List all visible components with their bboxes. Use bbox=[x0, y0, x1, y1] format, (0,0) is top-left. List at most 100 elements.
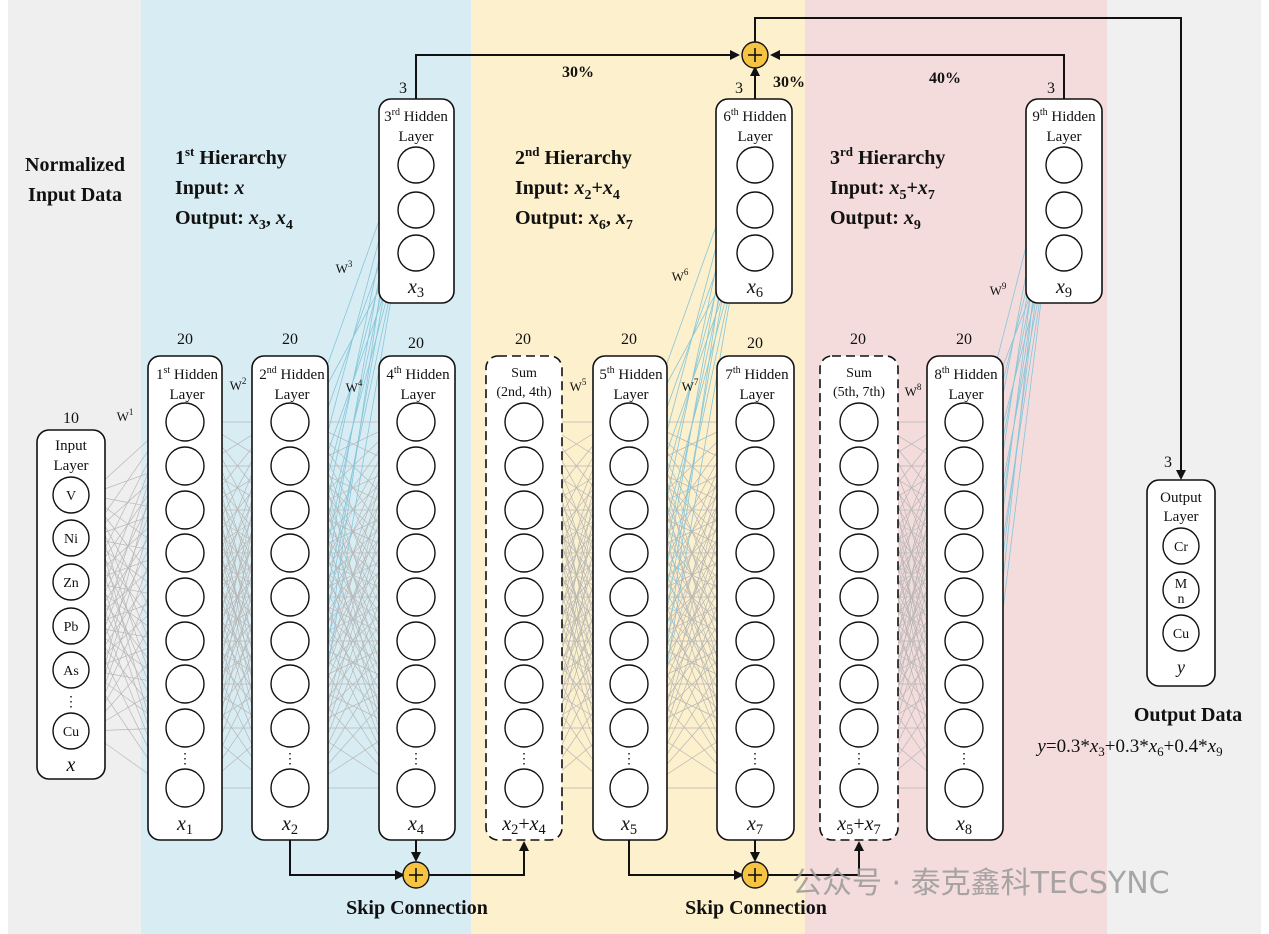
layer-h4-count: 20 bbox=[408, 335, 424, 352]
neuron-node bbox=[270, 577, 310, 617]
neuron-node bbox=[735, 402, 775, 442]
hierarchy-1-output: Output: x3​, x4​ bbox=[175, 207, 293, 233]
hierarchy-3-input: Input: x5​+x7​ bbox=[830, 177, 935, 203]
weight-label-9: W9 bbox=[990, 281, 1007, 298]
neuron-node bbox=[839, 402, 879, 442]
hierarchy-2-title: 2nd Hierarchy bbox=[515, 144, 632, 169]
neuron-node bbox=[504, 402, 544, 442]
arrow-h9-to-top-sum bbox=[770, 50, 1065, 99]
neuron-node bbox=[396, 708, 436, 748]
output-node bbox=[1162, 614, 1200, 652]
neuron-node bbox=[609, 490, 649, 530]
neuron-node bbox=[396, 664, 436, 704]
layer-h7-title2: Layer bbox=[740, 387, 775, 403]
layer-h1-var: x1​ bbox=[176, 813, 193, 838]
input-node-zn bbox=[52, 563, 90, 601]
neuron-node bbox=[609, 621, 649, 661]
skip1-plus bbox=[402, 861, 430, 889]
hierarchy-2-input: Input: x2​+x4​ bbox=[515, 177, 620, 203]
neuron-node bbox=[270, 533, 310, 573]
neuron-node bbox=[396, 533, 436, 573]
input-node-label: As bbox=[63, 664, 79, 679]
neuron-node bbox=[944, 708, 984, 748]
input-node-ni bbox=[52, 519, 90, 557]
output-node-label: n bbox=[1178, 592, 1185, 607]
ellipsis-dots: ⋮ bbox=[622, 752, 636, 767]
neuron-node bbox=[504, 533, 544, 573]
neuron-node bbox=[944, 621, 984, 661]
layer-input-box bbox=[36, 429, 106, 780]
layer-h1-title: 1st Hidden bbox=[156, 365, 219, 383]
layer-h4-var: x4​ bbox=[407, 813, 424, 838]
neuron-node bbox=[165, 664, 205, 704]
arrow-skip1-to-sum1 bbox=[429, 841, 529, 876]
layer-sum1-count: 20 bbox=[515, 331, 531, 348]
layer-sum1-var: x2​+x4​ bbox=[501, 813, 545, 838]
layer-h2-title: 2nd Hidden bbox=[259, 365, 325, 383]
neuron-node bbox=[735, 577, 775, 617]
neuron-node bbox=[270, 402, 310, 442]
neuron-node bbox=[839, 664, 879, 704]
neuron-node bbox=[1045, 191, 1083, 229]
neuron-node bbox=[609, 664, 649, 704]
layer-h5-title2: Layer bbox=[614, 387, 649, 403]
output-node-label: M bbox=[1175, 577, 1188, 592]
layer-h8-title2: Layer bbox=[949, 387, 984, 403]
skip-connection-label-1: Skip Connection bbox=[346, 897, 488, 919]
neuron-node bbox=[735, 621, 775, 661]
neuron-node bbox=[944, 490, 984, 530]
output-var-label: y bbox=[1175, 657, 1185, 677]
weight-label-8: W8 bbox=[905, 382, 922, 399]
neuron-node bbox=[397, 146, 435, 184]
hierarchy-3-title: 3rd Hierarchy bbox=[830, 144, 945, 169]
neuron-node bbox=[609, 577, 649, 617]
neuron-node bbox=[504, 490, 544, 530]
layer-h2-title2: Layer bbox=[275, 387, 310, 403]
weight-label-3: W3 bbox=[336, 259, 353, 276]
arrow-top-sum-to-output bbox=[754, 17, 1186, 480]
neuron-node bbox=[397, 234, 435, 272]
top-sum-plus bbox=[741, 41, 769, 69]
layer-h9-count: 3 bbox=[1047, 80, 1055, 97]
neuron-node bbox=[735, 708, 775, 748]
weight-label-1: W1 bbox=[117, 407, 134, 424]
pct-mid: 30% bbox=[773, 74, 805, 91]
neuron-node bbox=[839, 768, 879, 808]
layer-h9-title: 9th Hidden bbox=[1032, 107, 1096, 125]
input-node-pb bbox=[52, 607, 90, 645]
normalized-label-line1: Normalized bbox=[25, 154, 125, 176]
neuron-node bbox=[944, 402, 984, 442]
flow-arrows bbox=[289, 17, 1186, 880]
layer-sum2-title: Sum bbox=[846, 366, 872, 381]
layer-h2-var: x2​ bbox=[281, 813, 298, 838]
output-panel-bg bbox=[1107, 0, 1261, 934]
neuron-node bbox=[270, 446, 310, 486]
layer-h3-count: 3 bbox=[399, 80, 407, 97]
arrow-h5-to-skip2 bbox=[628, 840, 744, 880]
layer-h7-count: 20 bbox=[747, 335, 763, 352]
neuron-node bbox=[839, 577, 879, 617]
neuron-node bbox=[165, 768, 205, 808]
neuron-node bbox=[504, 768, 544, 808]
neuron-node bbox=[609, 708, 649, 748]
input-layer-title2: Layer bbox=[54, 458, 89, 474]
ellipsis-dots: ⋮ bbox=[957, 752, 971, 767]
neuron-node bbox=[165, 533, 205, 573]
weight-label-5: W5 bbox=[570, 377, 587, 394]
output-node-label: Cu bbox=[1173, 627, 1189, 642]
input-node-label: Cu bbox=[63, 725, 79, 740]
neuron-node bbox=[839, 708, 879, 748]
output-layer-title: Output bbox=[1160, 490, 1203, 506]
neuron-node bbox=[736, 191, 774, 229]
neuron-node bbox=[944, 577, 984, 617]
layer-h3-var: x3​ bbox=[407, 276, 424, 301]
layer-input-count: 10 bbox=[63, 410, 79, 427]
layer-h6-var: x6​ bbox=[746, 276, 763, 301]
input-layer-title: Input bbox=[55, 438, 87, 454]
